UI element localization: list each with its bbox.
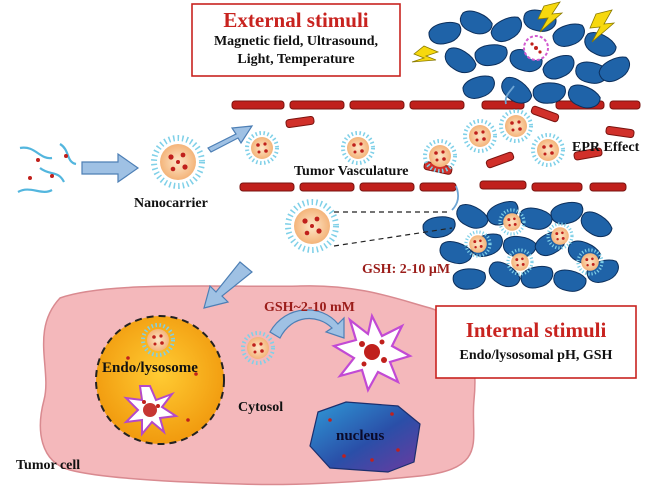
upper-tumor-mass — [426, 7, 635, 113]
external-stimuli-text: External stimuli Magnetic field, Ultraso… — [192, 8, 400, 69]
nucleus-label: nucleus — [336, 428, 385, 444]
endo-lysosome-label: Endo/lysosome — [102, 360, 198, 376]
internal-stimuli-line1: Endo/lysosomal pH, GSH — [459, 348, 613, 363]
endo-lysosome — [95, 315, 225, 445]
lower-tumor-mass — [421, 196, 623, 295]
gsh-intracellular-label: GSH~2-10 mM — [264, 300, 355, 315]
arrow-into-cell — [203, 261, 253, 309]
cytosol-label: Cytosol — [238, 400, 284, 415]
arrow-into-vessel — [207, 125, 254, 153]
zoom-line-bottom — [333, 227, 453, 247]
endosome-burst-icon — [123, 385, 179, 437]
vessel-lower-wall — [239, 180, 627, 192]
internal-stimuli-text: Internal stimuli Endo/lysosomal pH, GSH — [436, 318, 636, 365]
nucleus-shape — [309, 401, 421, 473]
arrow-to-nanocarrier — [81, 152, 140, 184]
release-arrow — [269, 309, 345, 339]
internal-stimuli-box — [435, 305, 637, 379]
nanocarrier-icon — [154, 138, 202, 186]
tumor-cell-label: Tumor cell — [16, 458, 81, 473]
cytosol-burst-icon — [331, 312, 413, 393]
lightning-icon — [411, 1, 616, 63]
external-stimuli-line1: Magnetic field, Ultrasound, — [213, 34, 379, 49]
extravasation-arrow-up — [504, 85, 515, 105]
tumor-vasculature-label: Tumor Vasculature — [294, 164, 409, 179]
extravasation-arrow-down — [451, 185, 459, 211]
epr-effect-label: EPR Effect — [572, 140, 640, 155]
zoomed-nanoparticle — [288, 202, 336, 250]
polymer-chains-icon — [17, 143, 77, 193]
gsh-extracellular-label: GSH: 2-10 μM — [362, 262, 451, 277]
external-stimuli-title: External stimuli — [223, 8, 369, 32]
external-stimuli-line2: Light, Temperature — [237, 52, 355, 67]
nanocarrier-label: Nanocarrier — [134, 196, 208, 211]
external-stimuli-box — [191, 3, 401, 77]
internal-stimuli-title: Internal stimuli — [465, 318, 607, 342]
